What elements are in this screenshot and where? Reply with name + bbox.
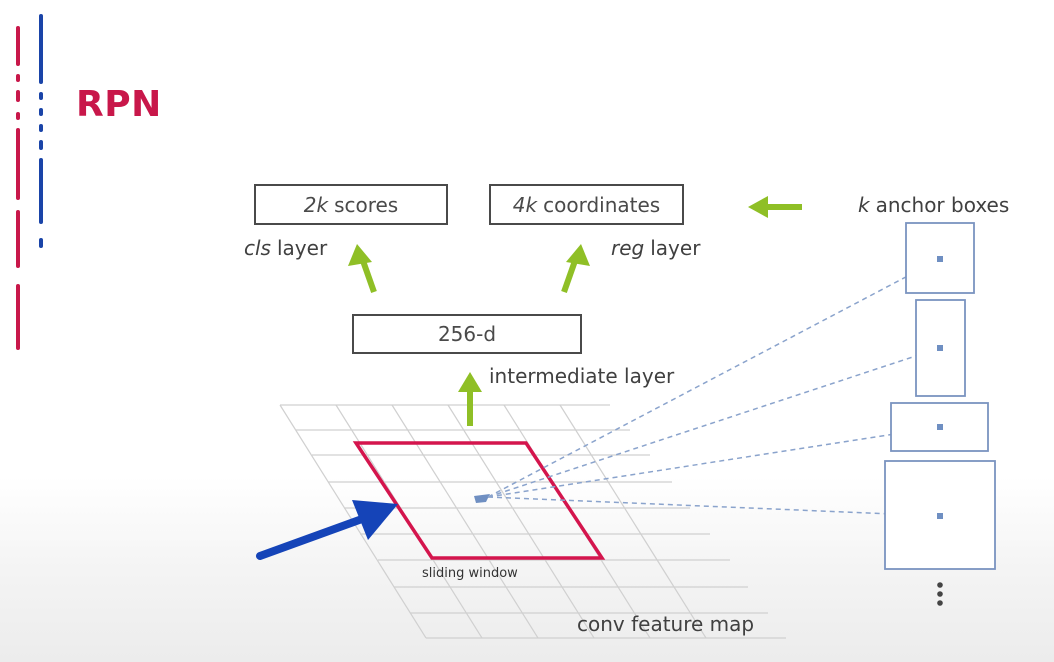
- anchors-text: anchor boxes: [875, 193, 1010, 217]
- scores-text: scores: [334, 192, 399, 217]
- reg-text: layer: [650, 236, 701, 260]
- anchors-italic: k: [858, 193, 870, 217]
- scores-box: 2k scores: [254, 184, 448, 225]
- feature-map-label: conv feature map: [577, 612, 755, 636]
- cls-text: layer: [276, 236, 328, 260]
- sliding-window-arrow: [256, 500, 398, 560]
- coordinates-box: 4k coordinates: [489, 184, 684, 225]
- cls-italic: cls: [244, 236, 271, 260]
- green-arrow-heads: [348, 196, 768, 392]
- sliding-window-frame: [352, 441, 606, 560]
- intermediate-box: 256-d: [352, 314, 582, 354]
- reg-italic: reg: [611, 236, 645, 260]
- more-anchors-ellipsis: [937, 582, 943, 606]
- sliding-window-label: sliding window: [422, 566, 518, 581]
- anchor-centers: [937, 256, 943, 519]
- intermediate-layer-label: intermediate layer: [489, 364, 675, 388]
- anchor-projection-lines: [487, 258, 941, 517]
- intermediate-box-text: 256-d: [437, 322, 497, 346]
- coordinates-italic: 4k: [512, 192, 538, 217]
- scores-italic: 2k: [303, 192, 329, 217]
- green-arrows: [359, 204, 802, 426]
- decorative-side-lines: [16, 14, 43, 350]
- arrow-to-reg: [561, 257, 579, 293]
- arrow-to-cls: [359, 257, 377, 293]
- slide-title: RPN: [76, 84, 162, 125]
- window-center-marker: [474, 494, 490, 503]
- coordinates-text: coordinates: [543, 192, 661, 217]
